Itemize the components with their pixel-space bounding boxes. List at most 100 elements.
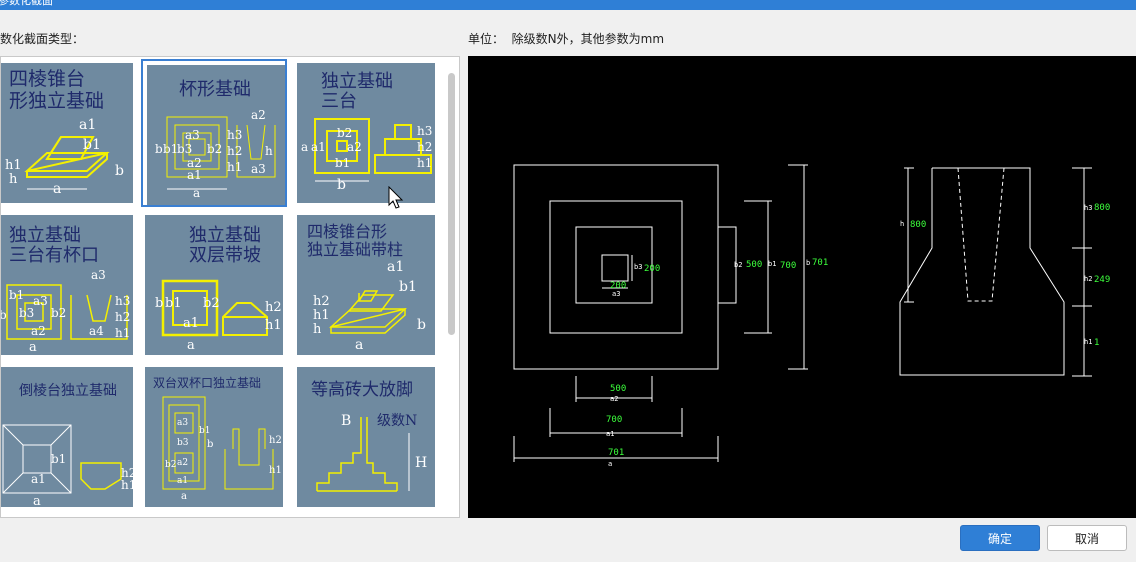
dim-label: b3 xyxy=(177,438,189,448)
plan-dimension-labels: 500 a2 700 a1 701 a 200 a3 b3 200 b2 500… xyxy=(606,258,828,468)
dim-name-a3: a3 xyxy=(612,290,620,298)
dim-label: b1 xyxy=(9,288,24,302)
dim-label: a xyxy=(29,340,37,355)
dim-label: b2 xyxy=(337,126,352,140)
section-tile-three-step-foundation[interactable]: 独立基础 三台 b2 a a1 a2 b1 h3 h2 h1 b xyxy=(293,59,439,207)
cancel-button[interactable]: 取消 xyxy=(1047,525,1127,551)
dim-label: b1 xyxy=(163,142,178,156)
dim-label: h1 xyxy=(417,156,432,170)
dim-label: a2 xyxy=(347,140,362,154)
dim-label: 级数N xyxy=(377,413,417,429)
dim-label: h2 xyxy=(313,294,330,309)
section-tile-brick-footing[interactable]: 等高砖大放脚 B 级数N H xyxy=(293,363,439,511)
dim-name-a2: a2 xyxy=(610,395,618,403)
dim-label: a xyxy=(187,338,195,353)
dim-label: a3 xyxy=(91,268,106,282)
section-tile-pyramid-with-column[interactable]: 四棱锥台形 独立基础带柱 a1 b1 h2 h1 h a b xyxy=(293,211,439,359)
ok-button[interactable]: 确定 xyxy=(960,525,1040,551)
dim-name-h3: h3 xyxy=(1084,204,1092,212)
dim-label: h1 xyxy=(115,326,130,340)
cad-preview-panel: 500 a2 700 a1 701 a 200 a3 b3 200 b2 500… xyxy=(468,56,1136,518)
window-title-bar: 参数化截面 xyxy=(0,0,1136,10)
dim-value-b1: 700 xyxy=(780,261,796,271)
tile-title: 杯形基础 xyxy=(179,79,251,100)
dim-label: a1 xyxy=(311,140,326,154)
mouse-cursor-icon xyxy=(388,186,404,209)
section-type-gallery[interactable]: 四棱锥台 形独立基础 a1 b1 h1 h a b 杯形基础 a2 a3 xyxy=(0,56,460,518)
tile-title-line1: 独立基础 xyxy=(321,71,393,92)
section-tile-pyramid-foundation[interactable]: 四棱锥台 形独立基础 a1 b1 h1 h a b xyxy=(1,59,137,207)
section-type-label: 数化截面类型： xyxy=(0,32,85,46)
cad-drawing: 500 a2 700 a1 701 a 200 a3 b3 200 b2 500… xyxy=(513,164,1110,468)
dim-value-h2: 249 xyxy=(1094,275,1110,285)
tile-title-line2: 独立基础带柱 xyxy=(307,240,403,259)
dim-label: b xyxy=(0,308,7,322)
dim-label: a xyxy=(355,337,363,353)
tile-title: 倒棱台独立基础 xyxy=(19,382,117,399)
tile-title-line2: 双层带坡 xyxy=(189,245,261,266)
dim-label: h2 xyxy=(417,140,432,154)
dim-label: a xyxy=(193,186,200,200)
dim-label: b1 xyxy=(199,426,211,436)
gallery-scrollbar[interactable] xyxy=(445,65,457,513)
dim-name-b: b xyxy=(806,259,810,267)
dim-label: a3 xyxy=(33,294,48,308)
section-tile-three-step-cup-foundation[interactable]: 独立基础 三台有杯口 a3 b1 a3 b3 b2 b a2 a h3 h2 h… xyxy=(0,211,137,359)
plan-view xyxy=(513,164,808,462)
dim-label: a2 xyxy=(31,324,46,338)
section-tile-inverted-pyramid[interactable]: 倒棱台独立基础 b1 a1 a h2 h1 xyxy=(1,363,137,511)
dim-label: a4 xyxy=(89,324,104,338)
dim-label: h1 xyxy=(121,478,133,492)
dim-label: a1 xyxy=(79,117,96,133)
dim-label: h1 xyxy=(269,465,282,476)
dim-label: a xyxy=(181,491,187,502)
tile-title-line2: 形独立基础 xyxy=(9,90,104,112)
unit-label-prefix: 单位： xyxy=(468,32,505,46)
dim-label: H xyxy=(415,455,427,471)
tile-sketch: 倒棱台独立基础 b1 a1 a h2 h1 xyxy=(1,367,133,507)
section-tile-double-cup-foundation[interactable]: 双台双杯口独立基础 a3 b3 b1 a2 b2 a1 a b h2 h1 xyxy=(141,363,287,511)
gallery-scrollbar-thumb[interactable] xyxy=(448,73,455,335)
dim-value-h: 800 xyxy=(910,220,926,230)
dim-name-h1: h1 xyxy=(1084,338,1092,346)
dim-label: h1 xyxy=(313,308,330,323)
section-tile-cup-foundation[interactable]: 杯形基础 a2 a3 b b1 b3 b2 a2 a1 h3 h2 h1 h a… xyxy=(141,59,287,207)
window-title: 参数化截面 xyxy=(0,0,53,7)
dim-value-h1: 1 xyxy=(1094,338,1099,348)
tile-title: 等高砖大放脚 xyxy=(311,380,413,400)
dim-label: h2 xyxy=(269,435,282,446)
tile-sketch: 独立基础 三台有杯口 a3 b1 a3 b3 b2 b a2 a h3 h2 h… xyxy=(0,215,133,355)
dim-label: a3 xyxy=(185,128,200,142)
dim-label: b1 xyxy=(51,452,66,466)
dim-label: h3 xyxy=(115,294,130,308)
tile-sketch: 杯形基础 a2 a3 b b1 b3 b2 a2 a1 h3 h2 h1 h a… xyxy=(147,65,285,205)
dim-label: h1 xyxy=(227,160,242,174)
dim-label: b xyxy=(337,177,346,193)
tile-title-line1: 独立基础 xyxy=(189,225,261,246)
tile-sketch: 四棱锥台 形独立基础 a1 b1 h1 h a b xyxy=(1,63,133,203)
dim-label: B xyxy=(341,413,351,429)
dim-label: a xyxy=(301,140,308,154)
dim-name-b3: b3 xyxy=(634,263,642,271)
dim-label: a1 xyxy=(31,472,46,486)
tile-title-line1: 四棱锥台形 xyxy=(307,222,387,241)
dim-name-h: h xyxy=(900,220,904,228)
tile-title: 双台双杯口独立基础 xyxy=(153,375,261,390)
dim-label: a2 xyxy=(251,108,266,122)
unit-label-text: 除级数N外，其他参数为mm xyxy=(511,32,665,46)
unit-label: 单位： 除级数N外，其他参数为mm xyxy=(468,30,664,47)
dim-value-b3: 200 xyxy=(644,264,660,274)
dim-label: b xyxy=(207,439,213,450)
dim-label: b xyxy=(417,317,426,333)
dim-label: a2 xyxy=(177,458,188,468)
dim-value-a2: 500 xyxy=(610,384,626,394)
dim-label: h xyxy=(265,144,273,158)
section-tile-two-layer-slope-foundation[interactable]: 独立基础 双层带坡 b b1 b2 a1 a h2 h1 xyxy=(141,211,287,359)
dim-label: h xyxy=(313,322,322,337)
dim-label: b3 xyxy=(19,306,34,320)
dim-value-b2: 500 xyxy=(746,260,762,270)
tile-title-line2: 三台有杯口 xyxy=(9,245,99,266)
dim-name-b1: b1 xyxy=(768,260,776,268)
dim-value-a3: 200 xyxy=(610,281,626,291)
tile-sketch: 独立基础 双层带坡 b b1 b2 a1 a h2 h1 xyxy=(145,215,283,355)
